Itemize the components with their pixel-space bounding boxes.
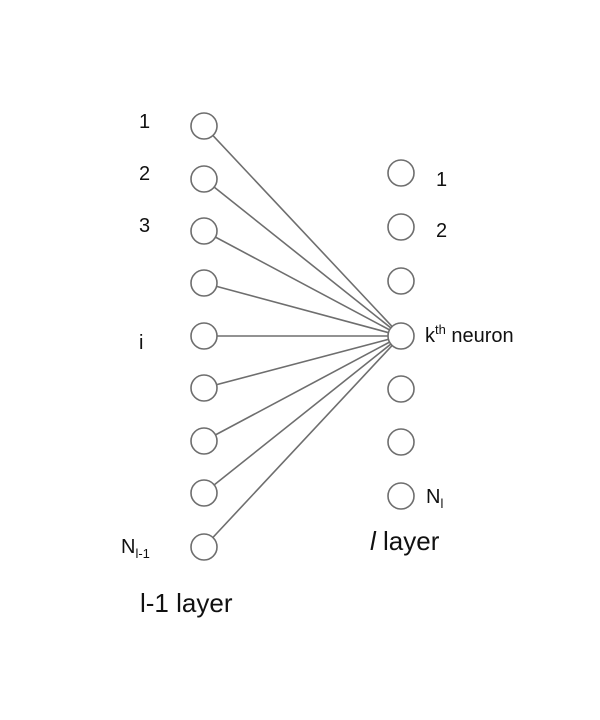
left-label-n: Nl-1: [121, 536, 150, 561]
connection-edges: [203, 125, 402, 548]
left-layer-neurons: [190, 112, 218, 561]
right-label-n-sub: l: [440, 496, 443, 511]
edge-7-to-kth: [203, 335, 402, 442]
edge-6-to-kth: [203, 335, 402, 389]
right-layer-title-italic: l: [370, 526, 377, 556]
left-neuron-8: [190, 479, 218, 507]
right-neuron-1: [387, 159, 415, 187]
left-neuron-3: [190, 217, 218, 245]
left-neuron-6: [190, 374, 218, 402]
edge-9-to-kth: [203, 335, 402, 548]
left-label-n-sub: l-1: [135, 546, 149, 561]
right-neuron-3: [387, 267, 415, 295]
kth-sup: th: [435, 322, 446, 337]
right-layer-neurons: [387, 159, 415, 510]
edge-3-to-kth: [203, 230, 402, 337]
right-label-n-main: N: [426, 486, 440, 508]
left-label-2: 2: [139, 163, 150, 185]
right-label-n: Nl: [426, 486, 443, 511]
left-label-1: 1: [139, 111, 150, 133]
left-neuron-5: [190, 322, 218, 350]
left-neuron-4: [190, 269, 218, 297]
edge-2-to-kth: [203, 178, 402, 337]
left-neuron-9: [190, 533, 218, 561]
left-neuron-7: [190, 427, 218, 455]
edge-8-to-kth: [203, 335, 402, 494]
edge-4-to-kth: [203, 282, 402, 337]
right-neuron-7: [387, 482, 415, 510]
right-label-1: 1: [436, 169, 447, 191]
right-layer-title-rest: layer: [376, 526, 440, 556]
edge-1-to-kth: [203, 125, 402, 337]
right-label-kth: kth neuron: [425, 322, 514, 347]
right-layer-title: l layer: [370, 526, 440, 556]
left-layer-title: l-1 layer: [140, 588, 233, 618]
left-label-i: i: [139, 332, 143, 354]
kth-main: k: [425, 325, 436, 347]
kth-rest: neuron: [446, 325, 514, 347]
right-neuron-2: [387, 213, 415, 241]
right-neuron-6: [387, 428, 415, 456]
left-neuron-1: [190, 112, 218, 140]
left-label-n-main: N: [121, 536, 135, 558]
left-neuron-2: [190, 165, 218, 193]
right-neuron-5: [387, 375, 415, 403]
right-neuron-kth: [387, 322, 415, 350]
left-label-3: 3: [139, 215, 150, 237]
right-label-2: 2: [436, 220, 447, 242]
